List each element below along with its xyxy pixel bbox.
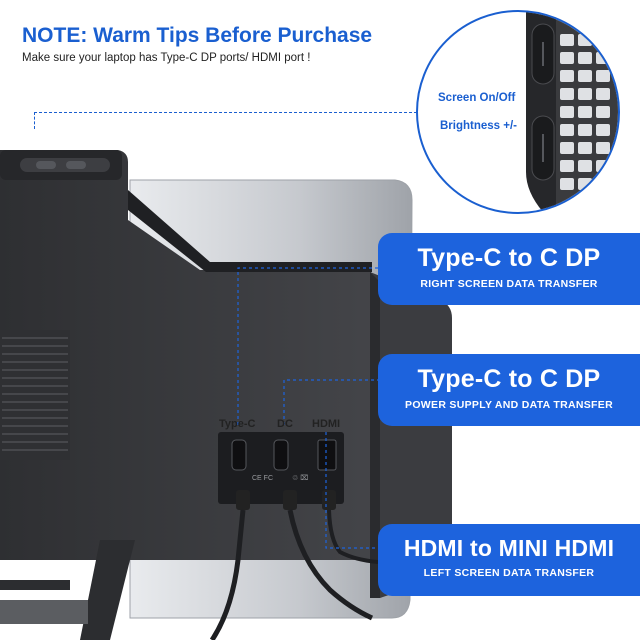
cable-hdmi	[327, 509, 379, 564]
monitor-side-panel	[370, 272, 452, 598]
callout-subtitle: LEFT SCREEN DATA TRANSFER	[423, 567, 595, 579]
cable-typec	[209, 509, 246, 640]
note-subtitle: Make sure your laptop has Type-C DP port…	[22, 52, 311, 64]
brightness-label: Brightness +/-	[440, 120, 518, 132]
callout-subtitle: RIGHT SCREEN DATA TRANSFER	[420, 278, 598, 290]
svg-text:♲ ⌧: ♲ ⌧	[292, 474, 308, 482]
port-label-typec: Type-C	[219, 418, 256, 430]
power-label: Screen On/Off	[438, 92, 516, 104]
port-label-dc: DC	[277, 418, 293, 430]
callout-title: HDMI to MINI HDMI	[403, 535, 615, 561]
hdmi-port	[317, 439, 337, 471]
note-title: NOTE: Warm Tips Before Purchase	[22, 24, 373, 47]
zoom-detail: Screen On/Off Brightness +/-	[416, 10, 620, 214]
cable-dc	[287, 509, 374, 621]
port-label-hdmi: HDMI	[312, 418, 341, 430]
stand-leg	[80, 540, 135, 640]
callout-subtitle: POWER SUPPLY AND DATA TRANSFER	[405, 399, 613, 411]
callout-title: Type-C to C DP	[417, 244, 601, 272]
zoom-leader-line	[34, 112, 417, 129]
callout-title: Type-C to C DP	[417, 365, 601, 393]
cert-marks: CE FC	[252, 475, 273, 482]
typec-port-1	[231, 439, 247, 471]
leader-lines	[237, 267, 378, 549]
typec-port-2	[273, 439, 289, 471]
callout-power-supply: Type-C to C DP POWER SUPPLY AND DATA TRA…	[378, 354, 640, 426]
vent-grille	[0, 330, 70, 460]
side-buttons-closeup	[526, 12, 618, 212]
callout-left-screen: HDMI to MINI HDMI LEFT SCREEN DATA TRANS…	[378, 524, 640, 596]
callout-right-screen: Type-C to C DP RIGHT SCREEN DATA TRANSFE…	[378, 233, 640, 305]
